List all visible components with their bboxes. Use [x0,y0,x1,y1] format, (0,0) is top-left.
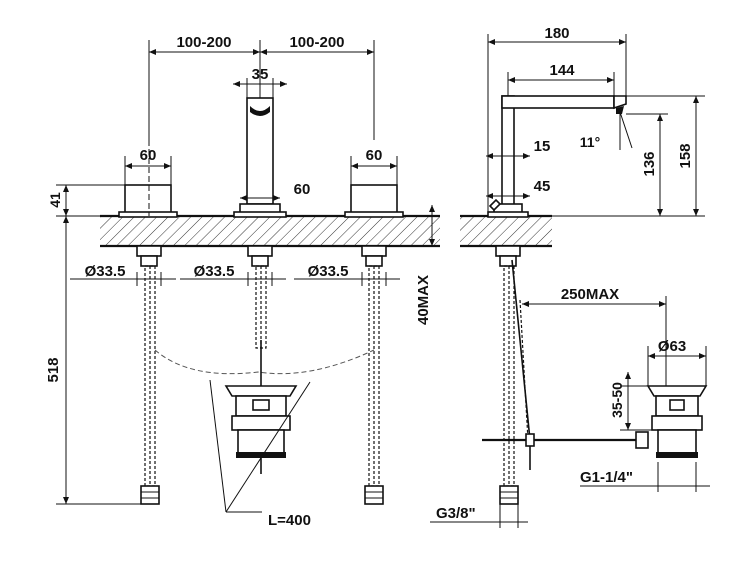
dim-height-136: 136 [552,113,705,217]
dim-waste-height: 35-50 [609,372,652,431]
reach-label: 180 [544,25,569,42]
rod-length-label: 250MAX [561,286,619,303]
front-waste [224,340,298,474]
spread-left-label: 100-200 [176,34,231,51]
neck-label: 15 [534,138,551,155]
dim-height-158: 158 [626,95,705,216]
handle-width-right-label: 60 [366,147,383,164]
waste-thread-label: G1-1/4" [580,469,633,486]
dim-neck-15: 15 [486,138,551,159]
side-view: 180 144 11° 15 45 13 [430,25,710,528]
dim-reach-180: 180 [487,25,627,216]
dim-handle-widths: 60 60 [124,147,398,185]
dim-spout-width: 35 [233,66,287,98]
dim-height-41: 41 [47,184,125,217]
dim-deck-thickness: 40MAX [415,205,435,325]
angle-label: 11° [580,134,600,150]
spread-right-label: 100-200 [289,34,344,51]
hose-fittings [140,485,384,505]
waste-dia-label: Ø63 [658,338,686,355]
overall-height-label: 518 [45,357,62,382]
dim-hose-thread: G3/8" [430,504,528,528]
dim-spout-base: 60 [240,181,311,201]
hose-thread-label: G3/8" [436,505,476,522]
spout-width-label: 35 [252,66,269,83]
dim-rod-250: 250MAX [522,286,667,386]
base-label: 45 [534,178,551,195]
deck-thickness-label: 40MAX [415,275,432,325]
left-handle [118,140,178,267]
side-hose [499,259,531,505]
dia-left-label: Ø33.5 [85,263,126,280]
dia-right-label: Ø33.5 [308,263,349,280]
center-spout [233,97,287,267]
spout-length-label: 144 [549,62,575,79]
front-view: 100-200 100-200 35 60 60 60 [45,34,440,529]
side-linkage [482,431,649,449]
dim-spread: 100-200 100-200 [148,34,375,140]
hose-route [154,349,375,375]
waste-height-label: 35-50 [609,382,625,418]
dia-mid-label: Ø33.5 [194,263,235,280]
dim-waste-thread: G1-1/4" [580,462,710,492]
dim-spout-144: 144 [507,62,615,96]
dim-overall-518: 518 [45,216,141,505]
dim-diameters: Ø33.5 Ø33.5 Ø33.5 [70,263,400,286]
side-waste [646,385,708,458]
dim-base-45: 45 [486,178,551,199]
height-41-label: 41 [47,192,63,208]
dim-angle: 11° [580,111,633,150]
dim-waste-dia: Ø63 [647,338,707,386]
total-height-label: 158 [677,143,694,168]
spout-height-label: 136 [641,151,658,176]
side-spout [487,95,627,267]
handle-width-left-label: 60 [140,147,157,164]
front-deck [100,214,440,248]
right-handle [344,184,404,267]
hose-length-leader [209,379,311,513]
hose-length-label: L=400 [268,512,311,529]
side-deck [460,214,552,248]
spout-base-label: 60 [294,181,311,198]
